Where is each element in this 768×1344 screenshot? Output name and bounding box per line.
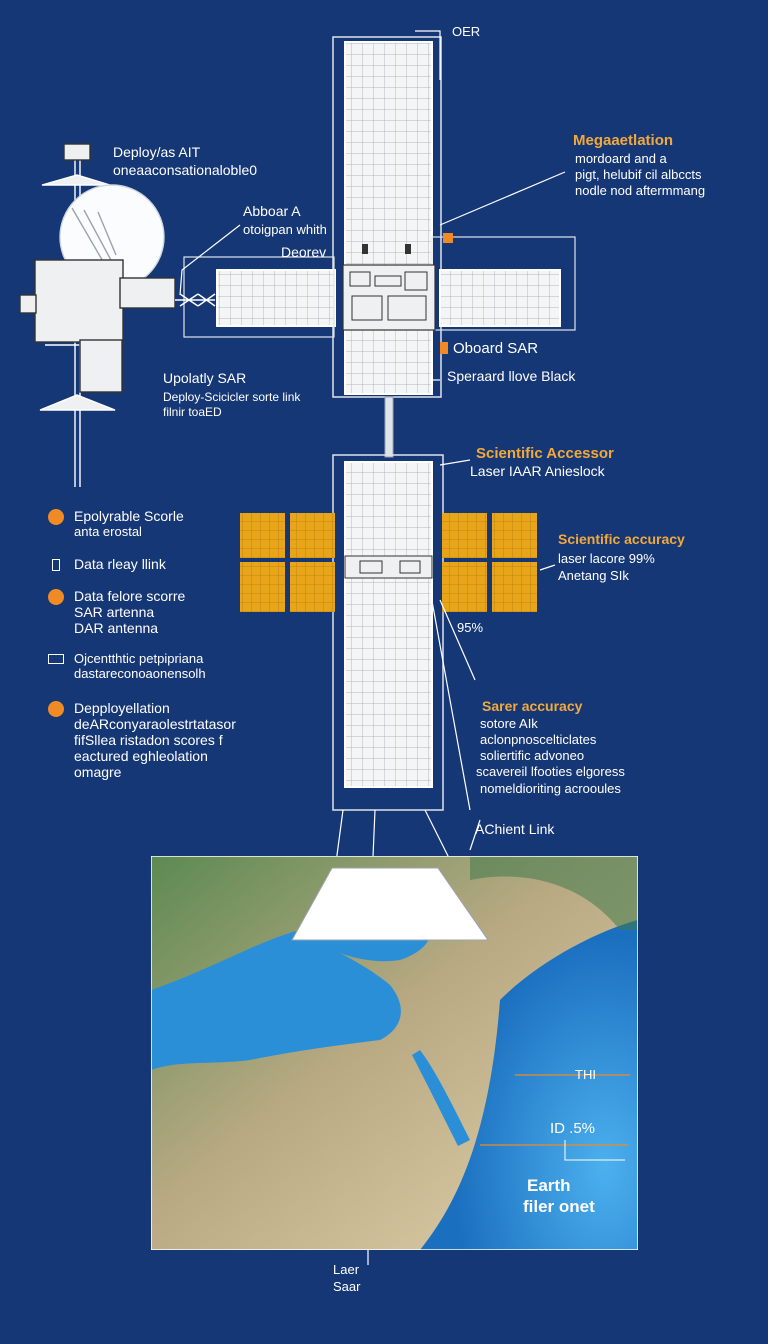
boom-connector (385, 397, 393, 457)
legend-item-1: Epolyrable Scorle anta erostal (48, 508, 184, 539)
label-saver-title: Sarer accuracy (482, 698, 582, 715)
orange-dot-icon (48, 701, 64, 717)
lower-vertical-solar-array (345, 462, 432, 787)
label-oer: OER (452, 24, 480, 40)
gold-panel-left-4 (290, 562, 335, 612)
label-sci-accuracy-line1: laser lacore 99% (558, 551, 655, 567)
legend-item-3-sub2: DAR antenna (74, 620, 185, 636)
legend-item-5-line1: deARconyaraolestrtatasor (74, 716, 236, 732)
label-deorev: Deorev (281, 244, 326, 261)
left-horizontal-solar-array (217, 270, 335, 326)
legend-item-3-sub1: SAR artenna (74, 604, 185, 620)
antenna-tower (20, 144, 215, 487)
label-saver-line3: soliertific advoneo (480, 748, 584, 764)
legend-item-4-line2: dastareconoaonensolh (74, 666, 206, 681)
legend-item-4: Ojcentthtic petpipriana dastareconoaonen… (48, 651, 206, 681)
upper-vertical-solar-array (345, 42, 432, 394)
lower-bus (345, 556, 432, 578)
orange-marker-1 (443, 233, 453, 243)
label-earth-line2: filer onet (523, 1197, 595, 1217)
label-speraard: Speraard llove Black (447, 368, 575, 385)
gold-panel-right-4 (492, 562, 537, 612)
connector-icon (52, 559, 60, 571)
label-thi: THI (575, 1067, 596, 1083)
gold-panel-right-1 (442, 513, 487, 558)
gold-panel-left-2 (290, 513, 335, 558)
label-achient-link: AChient Link (475, 821, 554, 838)
label-uplotly-line1: Deploy-Scicicler sorte link (163, 390, 300, 404)
legend-item-1-sub: anta erostal (74, 524, 184, 539)
legend-item-5-line3: eactured eghleolation (74, 748, 236, 764)
legend-item-2: Data rleay llink (48, 556, 166, 572)
label-earth-line1: Earth (527, 1176, 570, 1196)
label-pct-95: 95% (457, 620, 483, 636)
legend-item-4-line1: Ojcentthtic petpipriana (74, 651, 206, 666)
label-mega-line2: pigt, helubif cil albccts (575, 167, 701, 183)
label-laser-line2: Saar (333, 1279, 360, 1295)
legend-item-3: Data felore scorre SAR artenna DAR anten… (48, 588, 185, 636)
label-saver-line4: scavereil lfooties elgoress (476, 764, 625, 780)
label-sci-accuracy-title: Scientific accuracy (558, 531, 685, 548)
label-uplotly-line2: filnir toaED (163, 405, 222, 419)
label-aboard-title: Abboar A (243, 203, 301, 220)
rectangle-icon (48, 654, 64, 664)
orange-dot-icon (48, 509, 64, 525)
orange-dot-icon (48, 589, 64, 605)
legend-item-5-line2: fifSllea ristadon scores f (74, 732, 236, 748)
label-deploy-air-title: Deploy/as AIT (113, 144, 200, 161)
gold-panel-right-2 (492, 513, 537, 558)
label-deploy-air-sub: oneaaconsationaloble0 (113, 162, 257, 179)
orange-marker-2 (440, 342, 448, 354)
label-uplotly-title: Upolatly SAR (163, 370, 246, 387)
label-mega-line3: nodle nod aftermmang (575, 183, 705, 199)
label-saver-line5: nomeldioriting acrooules (480, 781, 621, 797)
gold-panel-left-1 (240, 513, 285, 558)
label-sci-accessor-sub: Laser IAAR Anieslock (470, 463, 605, 480)
legend-item-5: Depployellation deARconyaraolestrtatasor… (48, 700, 236, 780)
legend-item-5-title: Depployellation (74, 700, 236, 716)
label-mega-title: Megaaetlation (573, 132, 673, 150)
label-saver-line1: sotore AIk (480, 716, 538, 732)
gold-panel-left-3 (240, 562, 285, 612)
legend-item-1-title: Epolyrable Scorle (74, 508, 184, 524)
label-saver-line2: aclonpnoscelticlates (480, 732, 596, 748)
legend-item-2-label: Data rleay llink (74, 556, 166, 572)
label-id-pct: ID .5% (550, 1120, 595, 1138)
right-horizontal-solar-array (440, 270, 560, 326)
legend-item-5-line4: omagre (74, 764, 236, 780)
gold-panel-right-3 (442, 562, 487, 612)
legend-item-3-title: Data felore scorre (74, 588, 185, 604)
label-sci-accuracy-line2: Anetang SIk (558, 568, 629, 584)
label-mega-line1: mordoard and a (575, 151, 667, 167)
label-sci-accessor-title: Scientific Accessor (476, 445, 614, 463)
label-onboard-sar: Oboard SAR (453, 340, 538, 358)
label-laser-line1: Laer (333, 1262, 359, 1278)
label-aboard-sub: otoigpan whith (243, 222, 327, 238)
tower-equipment-box (35, 260, 123, 342)
